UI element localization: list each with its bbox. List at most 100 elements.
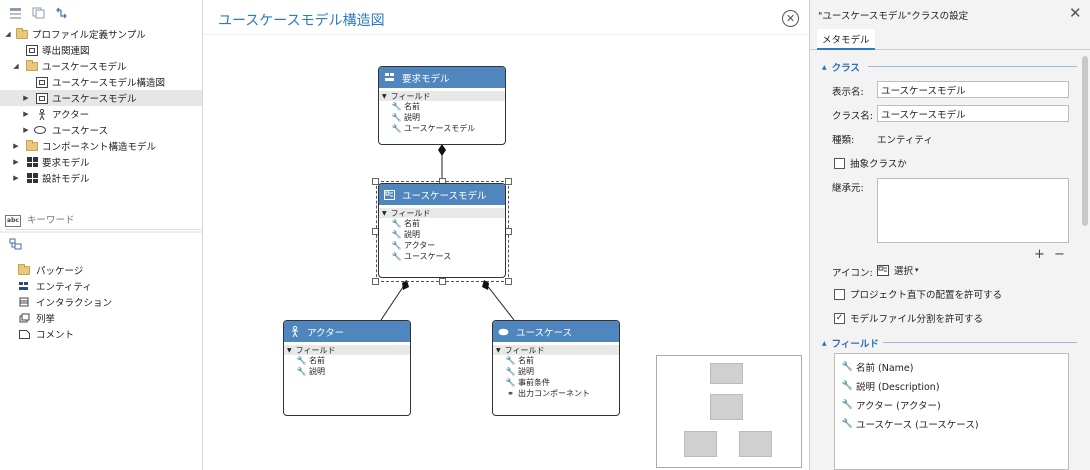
resize-handle[interactable] [505, 228, 512, 235]
chevron-down-icon: ▾ [915, 266, 919, 274]
node-field[interactable]: 🔧名前 [284, 355, 410, 366]
entity-node-usecase[interactable]: ユースケース ▼フィールド 🔧名前 🔧説明 🔧事前条件 ⚭出力コンポーネント [492, 320, 620, 416]
palette-item-interaction[interactable]: インタラクション [18, 294, 112, 310]
node-field[interactable]: 🔧名前 [379, 218, 505, 229]
field-list[interactable]: 🔧名前 (Name) 🔧説明 (Description) 🔧アクター (アクター… [834, 353, 1069, 470]
node-field[interactable]: 🔧説明 [284, 366, 410, 377]
entity-icon [26, 173, 38, 184]
resize-handle[interactable] [505, 178, 512, 185]
palette-item-comment[interactable]: コメント [18, 326, 112, 342]
node-field[interactable]: 🔧説明 [379, 112, 505, 123]
palette-item-package[interactable]: パッケージ [18, 262, 112, 278]
icon-select[interactable]: 選択 ▾ [877, 263, 919, 277]
field-list-item[interactable]: 🔧ユースケース (ユースケース) [842, 417, 979, 431]
remove-inherit-button[interactable]: − [1054, 247, 1065, 262]
tree-item[interactable]: ▶ アクター [0, 106, 202, 122]
expand-toggle-icon[interactable]: ▶ [23, 126, 29, 134]
collapse-section-icon[interactable]: ▼ [382, 209, 387, 217]
search-mode-icon[interactable]: abc [5, 214, 21, 227]
tree-item[interactable]: 導出関連図 [0, 42, 202, 58]
resize-handle[interactable] [372, 178, 379, 185]
field-section-header[interactable]: ▲フィールド [822, 336, 879, 350]
tree-item-selected[interactable]: ▶ ユースケースモデル [0, 90, 202, 106]
node-field[interactable]: ⚭出力コンポーネント [493, 388, 619, 399]
tab-metamodel[interactable]: メタモデル [817, 29, 875, 50]
node-field-section[interactable]: ▼フィールド [284, 345, 410, 355]
field-list-item[interactable]: 🔧名前 (Name) [842, 360, 914, 374]
class-name-field[interactable]: ユースケースモデル [877, 105, 1069, 122]
close-editor-button[interactable]: ✕ [782, 10, 799, 27]
node-title: 要求モデル [402, 73, 450, 85]
expand-toggle-icon[interactable]: ◢ [5, 30, 11, 38]
resize-handle[interactable] [439, 278, 446, 285]
resize-handle[interactable] [505, 278, 512, 285]
diagram-editor[interactable]: ユースケースモデル構造図 ✕ 要求モデル ▼フィールド [203, 0, 809, 470]
palette-item-entity[interactable]: エンティティ [18, 278, 112, 294]
expand-toggle-icon[interactable]: ▶ [13, 142, 19, 150]
expand-toggle-icon[interactable]: ▶ [13, 174, 19, 182]
entity-node-usecase-model[interactable]: ユースケースモデル ▼フィールド 🔧名前 🔧説明 🔧アクター 🔧ユースケース [378, 183, 506, 278]
tree-item[interactable]: ▶ ユースケース [0, 122, 202, 138]
copy-icon[interactable] [31, 6, 45, 20]
search-input[interactable] [27, 215, 187, 226]
collapse-section-icon[interactable]: ▼ [496, 346, 501, 354]
node-field[interactable]: 🔧ユースケースモデル [379, 123, 505, 134]
allow-root-checkbox[interactable]: プロジェクト直下の配置を許可する [834, 287, 1002, 301]
wrench-icon: 🔧 [391, 102, 402, 111]
collapse-section-icon: ▲ [822, 63, 827, 71]
node-field[interactable]: 🔧アクター [379, 240, 505, 251]
allow-split-checkbox[interactable]: ✓ モデルファイル分割を許可する [834, 311, 983, 325]
usecase-icon [34, 125, 46, 136]
tree-item[interactable]: ◢ プロファイル定義サンプル [0, 26, 202, 42]
tree-item[interactable]: ▶ コンポーネント構造モデル [0, 138, 202, 154]
node-field[interactable]: 🔧名前 [379, 101, 505, 112]
properties-scrollbar[interactable] [1082, 56, 1088, 226]
class-section-header[interactable]: ▲ クラス [822, 60, 860, 74]
tree-item[interactable]: ▶ 要求モデル [0, 154, 202, 170]
node-field-section[interactable]: ▼フィールド [493, 345, 619, 355]
panel-splitter[interactable] [0, 231, 202, 233]
checkbox-box[interactable] [834, 288, 845, 300]
node-field[interactable]: 🔧説明 [493, 366, 619, 377]
diagram-minimap[interactable] [656, 355, 802, 468]
node-field[interactable]: 🔧名前 [493, 355, 619, 366]
entity-node-actor[interactable]: アクター ▼フィールド 🔧名前 🔧説明 [283, 320, 411, 416]
checkbox-box[interactable] [834, 157, 845, 169]
checkbox-box-checked[interactable]: ✓ [834, 312, 845, 324]
display-name-field[interactable]: ユースケースモデル [877, 81, 1069, 98]
field-label: ユースケースモデル [404, 124, 476, 133]
expand-toggle-icon[interactable]: ▶ [23, 94, 29, 102]
usecase-model-icon [877, 264, 889, 276]
node-field[interactable]: 🔧説明 [379, 229, 505, 240]
composition-diamond-icon [438, 144, 446, 156]
expand-toggle-icon[interactable]: ▶ [23, 110, 29, 118]
minimap-node [684, 431, 717, 457]
field-list-item[interactable]: 🔧説明 (Description) [842, 379, 940, 393]
node-field-section[interactable]: ▼フィールド [379, 91, 505, 101]
palette-layout-icon[interactable] [9, 238, 23, 252]
collapse-section-icon[interactable]: ▼ [287, 346, 292, 354]
section-label: クラス [831, 63, 860, 74]
tree-item[interactable]: ユースケースモデル構造図 [0, 74, 202, 90]
tree-item[interactable]: ▶ 設計モデル [0, 170, 202, 186]
tree-item[interactable]: ◢ ユースケースモデル [0, 58, 202, 74]
inherit-list[interactable] [877, 178, 1069, 243]
resize-handle[interactable] [372, 278, 379, 285]
collapse-section-icon[interactable]: ▼ [382, 92, 387, 100]
close-panel-icon[interactable]: ✕ [1069, 4, 1082, 22]
add-inherit-button[interactable]: + [1034, 247, 1045, 262]
palette-item-enum[interactable]: 列挙 [18, 310, 112, 326]
tree-item-label: 導出関連図 [42, 46, 90, 57]
link-icon[interactable] [54, 6, 68, 20]
field-label: 説明 [404, 230, 420, 239]
entity-node-requirement-model[interactable]: 要求モデル ▼フィールド 🔧名前 🔧説明 🔧ユースケースモデル [378, 66, 506, 145]
node-field[interactable]: 🔧ユースケース [379, 251, 505, 262]
expand-toggle-icon[interactable]: ▶ [13, 158, 19, 166]
node-field-section[interactable]: ▼フィールド [379, 208, 505, 218]
collapse-all-icon[interactable] [8, 6, 22, 20]
abstract-class-checkbox[interactable]: 抽象クラスか [834, 156, 907, 170]
node-field[interactable]: 🔧事前条件 [493, 377, 619, 388]
expand-toggle-icon[interactable]: ◢ [13, 62, 19, 70]
field-list-item[interactable]: 🔧アクター (アクター) [842, 398, 941, 412]
field-list-label: 名前 (Name) [856, 363, 914, 374]
